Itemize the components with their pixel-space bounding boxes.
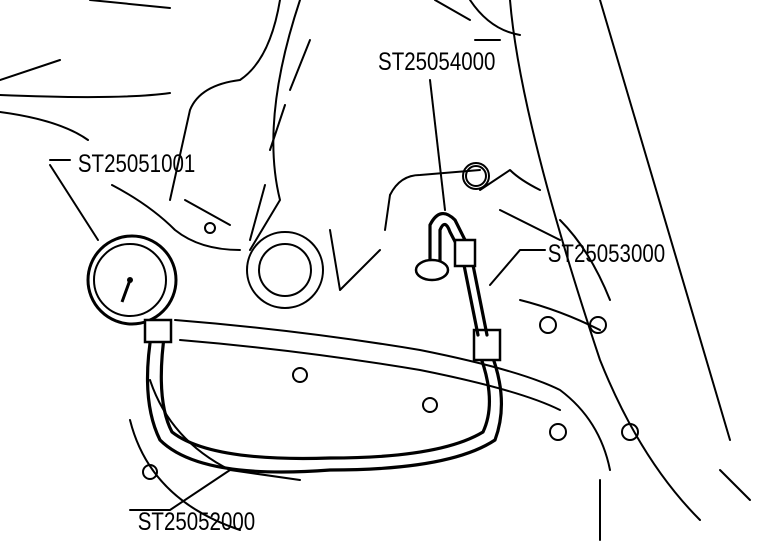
label-joint-pipe: ST25053000	[548, 239, 665, 267]
bolts	[142, 162, 639, 480]
label-gauge-hose: ST25052000	[138, 507, 255, 535]
label-pressure-gauge: ST25051001	[78, 149, 195, 177]
transmission-case-outline	[0, 0, 751, 521]
label-connector: ST25054000	[378, 47, 495, 75]
leader-lines	[49, 79, 546, 511]
pressure-gauge	[86, 234, 178, 326]
joint-pipe	[414, 212, 489, 337]
